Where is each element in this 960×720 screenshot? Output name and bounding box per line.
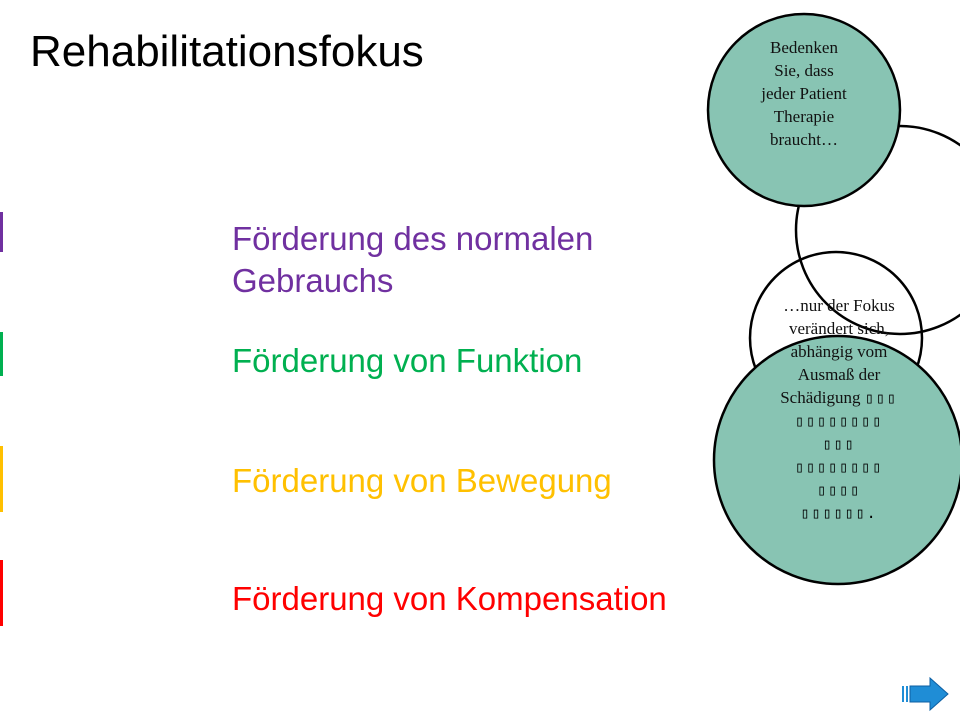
focus-item-normal-use: Förderung des normalen Gebrauchs (232, 220, 594, 299)
outline-circle-right (794, 124, 960, 336)
missing-glyph-text: ▯▯▯▯▯▯▯▯ (794, 412, 884, 430)
missing-glyph-text: ▯▯▯▯▯▯. (800, 504, 878, 522)
bubble-bottom-line: Ausmaß der (797, 365, 881, 384)
missing-glyph-text: ▯▯▯▯ (816, 481, 862, 499)
missing-glyph-text: ▯▯▯▯▯▯▯▯ (794, 458, 884, 476)
bubble-top-line: braucht… (770, 130, 838, 149)
bubble-bottom-line: Schädigung ▯▯▯ (780, 388, 898, 407)
focus-item-compensation: Förderung von Kompensation (232, 580, 667, 617)
bubble-top-line: Sie, dass (774, 61, 834, 80)
bubble-top-circle (706, 12, 902, 208)
bubble-top-line: Bedenken (770, 38, 838, 57)
missing-glyph-text: ▯▯▯ (822, 435, 856, 453)
bubble-bottom-circle (712, 334, 960, 586)
next-slide-button[interactable] (900, 676, 950, 712)
accent-bar-yellow (0, 446, 3, 512)
bubble-bottom-line: …nur der Fokus (783, 296, 895, 315)
focus-item-function: Förderung von Funktion (232, 342, 583, 379)
accent-bar-red (0, 560, 3, 626)
bubble-top-line: jeder Patient (761, 84, 847, 103)
page-title: Rehabilitationsfokus (30, 27, 424, 76)
missing-glyph-text: ▯▯▯ (864, 389, 898, 407)
bubble-bottom-line: verändert sich, (788, 319, 890, 338)
arrow-right-icon (902, 676, 949, 712)
bubble-top-line: Therapie (773, 107, 835, 126)
bubble-bottom-line: abhängig vom (790, 342, 888, 361)
bubble-top-text: Bedenken Sie, dass jeder Patient Therapi… (714, 36, 894, 151)
accent-bar-purple (0, 212, 3, 252)
accent-bar-green (0, 332, 3, 376)
focus-item-movement: Förderung von Bewegung (232, 462, 612, 499)
bubble-bottom-text: …nur der Fokus verändert sich, abhängig … (744, 294, 934, 525)
